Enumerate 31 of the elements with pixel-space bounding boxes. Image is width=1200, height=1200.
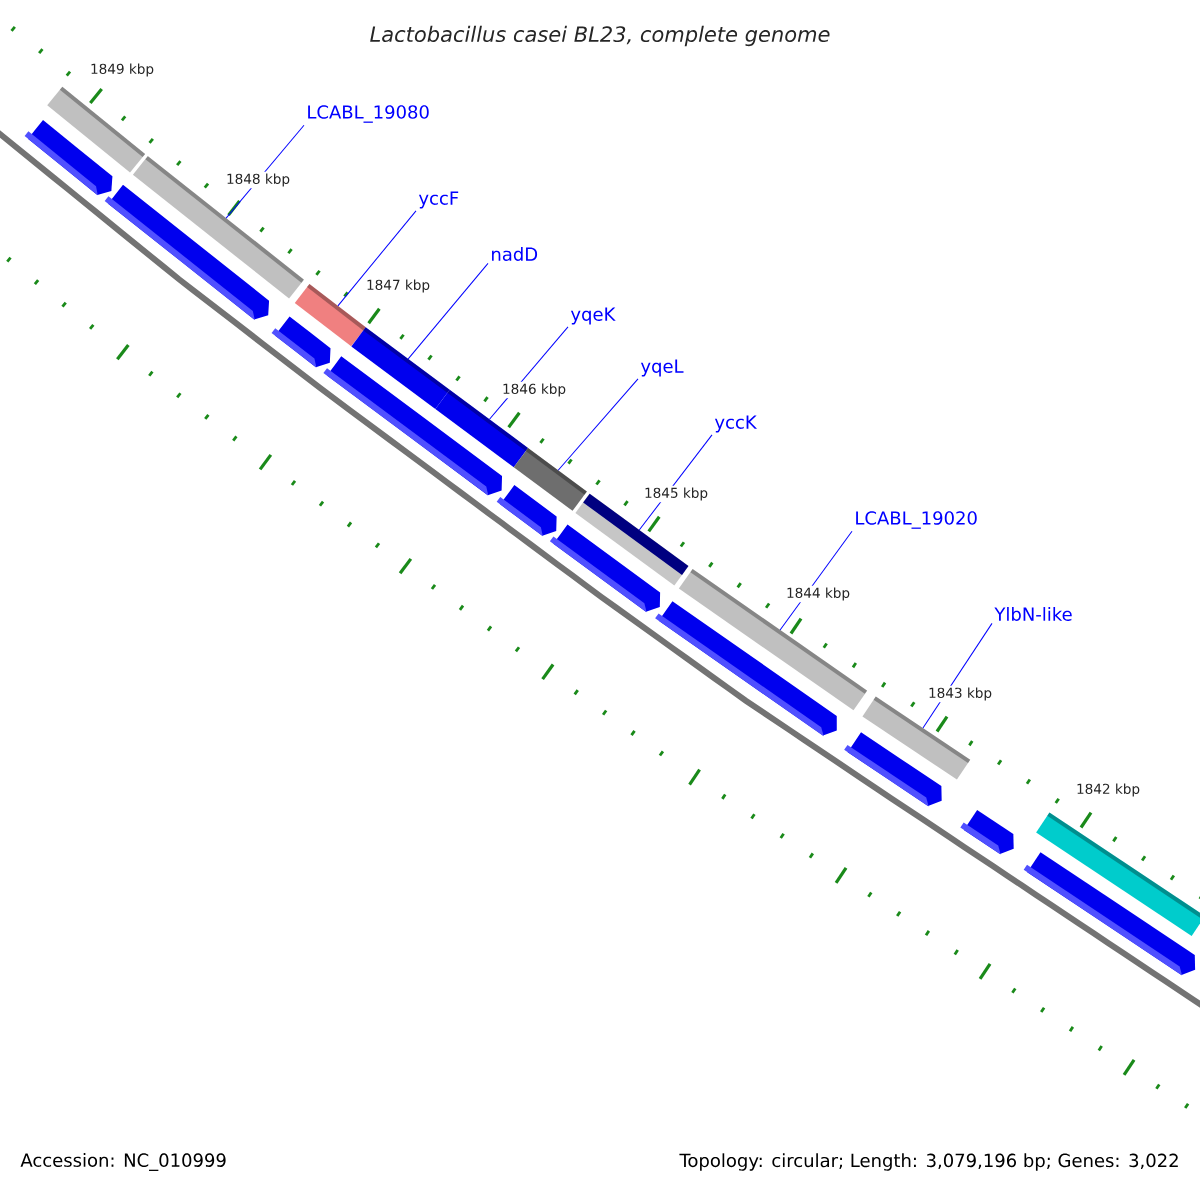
gene-feature [549,524,661,613]
gene-box [862,696,971,780]
gene-feature [496,485,557,537]
genome-info-text: Topology: circular; Length: 3,079,196 bp; Genes: 3,022 [679,1153,1178,1171]
gene-feature [1023,852,1196,976]
gene-feature [655,601,837,737]
gene-feature [960,809,1014,855]
gene-box [294,283,366,347]
leader-line [557,378,639,471]
gene-box [678,568,868,711]
gene-label: yccK [714,415,758,433]
leader-line [337,210,417,307]
gene-box [513,447,587,511]
gene-label: yqeK [570,307,616,325]
gene-label: LCABL_19080 [308,105,429,123]
gene-box [1036,812,1200,937]
accession-text: Accession: NC_010999 [20,1153,226,1171]
gene-label: LCABL_19020 [856,511,977,529]
gene-box [47,86,146,173]
gene-label: yqeL [640,359,684,377]
leader-line [407,262,489,360]
gene-feature [104,184,270,321]
gene-box [351,327,450,409]
gene-label: YlbN-like [994,607,1072,621]
gene-feature [271,316,331,368]
gene-label: yccF [418,191,459,209]
gene-box [132,156,304,299]
gene-feature [24,120,113,196]
title: Lactobacillus casei BL23, complete genome [370,25,830,47]
gene-feature [844,732,942,807]
gene-label: nadD [492,247,538,261]
